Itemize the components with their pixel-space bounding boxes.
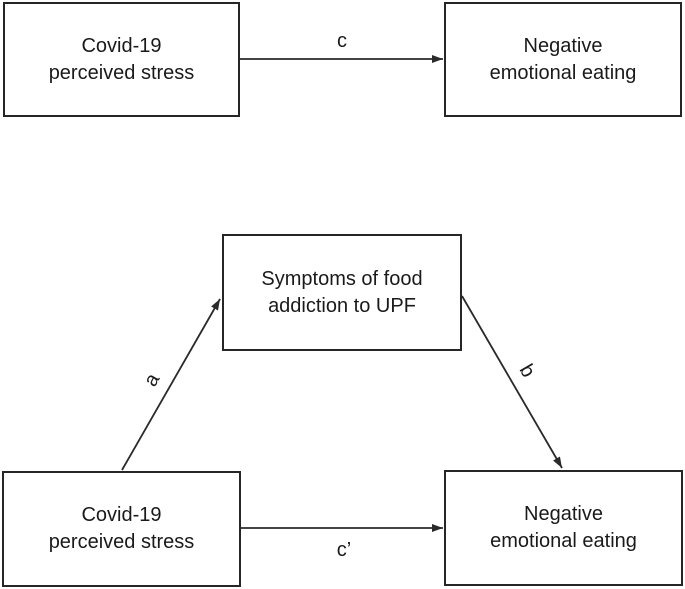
path-b-arrow — [461, 295, 563, 469]
box-covid-perceived-stress-mediation: Covid-19 perceived stress — [2, 471, 241, 587]
box-label: Negative emotional eating — [489, 34, 637, 84]
box-label: Covid-19 perceived stress — [48, 34, 195, 84]
path-c-prime-label: c’ — [336, 539, 352, 561]
path-a-arrow — [121, 298, 221, 471]
box-label: Negative emotional eating — [490, 503, 637, 552]
box-covid-perceived-stress-direct: Covid-19 perceived stress — [3, 2, 240, 117]
path-c-label: c — [337, 30, 347, 52]
box-negative-emotional-eating-mediation: Negative emotional eating — [444, 470, 683, 586]
box-label: Symptoms of food addiction to UPF — [261, 267, 423, 317]
box-label: Covid-19 perceived stress — [48, 504, 195, 553]
box-food-addiction-mediator: Symptoms of food addiction to UPF — [222, 234, 462, 351]
box-negative-emotional-eating-direct: Negative emotional eating — [444, 2, 682, 117]
